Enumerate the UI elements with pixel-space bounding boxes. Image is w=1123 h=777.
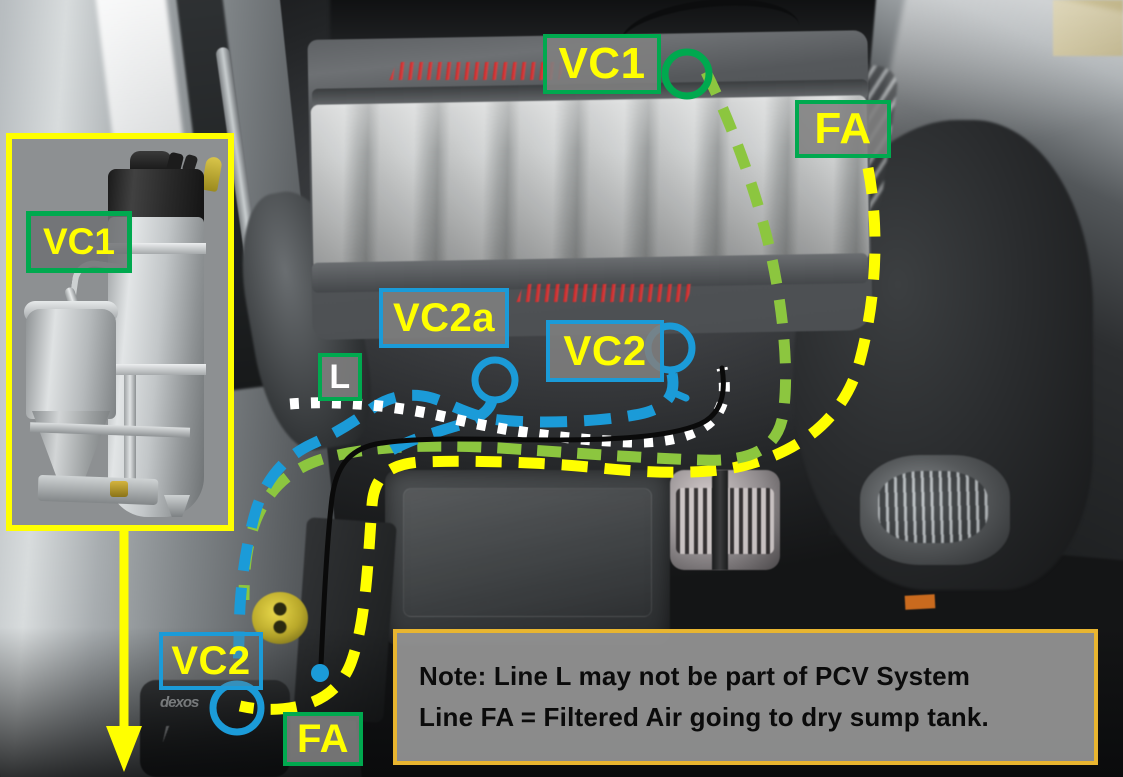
tank-band-upper bbox=[106, 243, 206, 254]
tank-foot bbox=[164, 495, 190, 517]
headlight-assembly bbox=[860, 455, 1010, 565]
brass-drain-fitting bbox=[110, 481, 128, 497]
alternator-belt bbox=[712, 470, 728, 570]
note-box: Note: Line L may not be part of PCV Syst… bbox=[393, 629, 1098, 765]
corvette-badge-top bbox=[389, 62, 567, 80]
label-fa-bottom: FA bbox=[283, 712, 363, 766]
tank-base-plate bbox=[37, 474, 159, 506]
air-oil-separator-body bbox=[26, 309, 116, 419]
tank-band-lower bbox=[106, 364, 206, 375]
label-fa-top: FA bbox=[795, 100, 891, 158]
tank-dipstick-handle bbox=[201, 155, 223, 193]
inset-label-vc1: VC1 bbox=[26, 211, 132, 273]
note-line-2: Line FA = Filtered Air going to dry sump… bbox=[419, 702, 989, 732]
label-vc2-upper: VC2 bbox=[546, 320, 664, 382]
air-filter-box bbox=[385, 470, 670, 645]
note-line-1: Note: Line L may not be part of PCV Syst… bbox=[419, 661, 971, 691]
corvette-badge-bottom bbox=[516, 284, 694, 302]
label-l-line: L bbox=[318, 353, 362, 401]
orange-harness-clip bbox=[904, 594, 936, 610]
dry-sump-tank-inset-panel: VC1 bbox=[6, 133, 234, 531]
label-vc1-main: VC1 bbox=[543, 34, 661, 94]
label-vc2-lower: VC2 bbox=[159, 632, 263, 690]
label-vc2a: VC2a bbox=[379, 288, 509, 348]
engine-cover-fins bbox=[310, 95, 870, 270]
